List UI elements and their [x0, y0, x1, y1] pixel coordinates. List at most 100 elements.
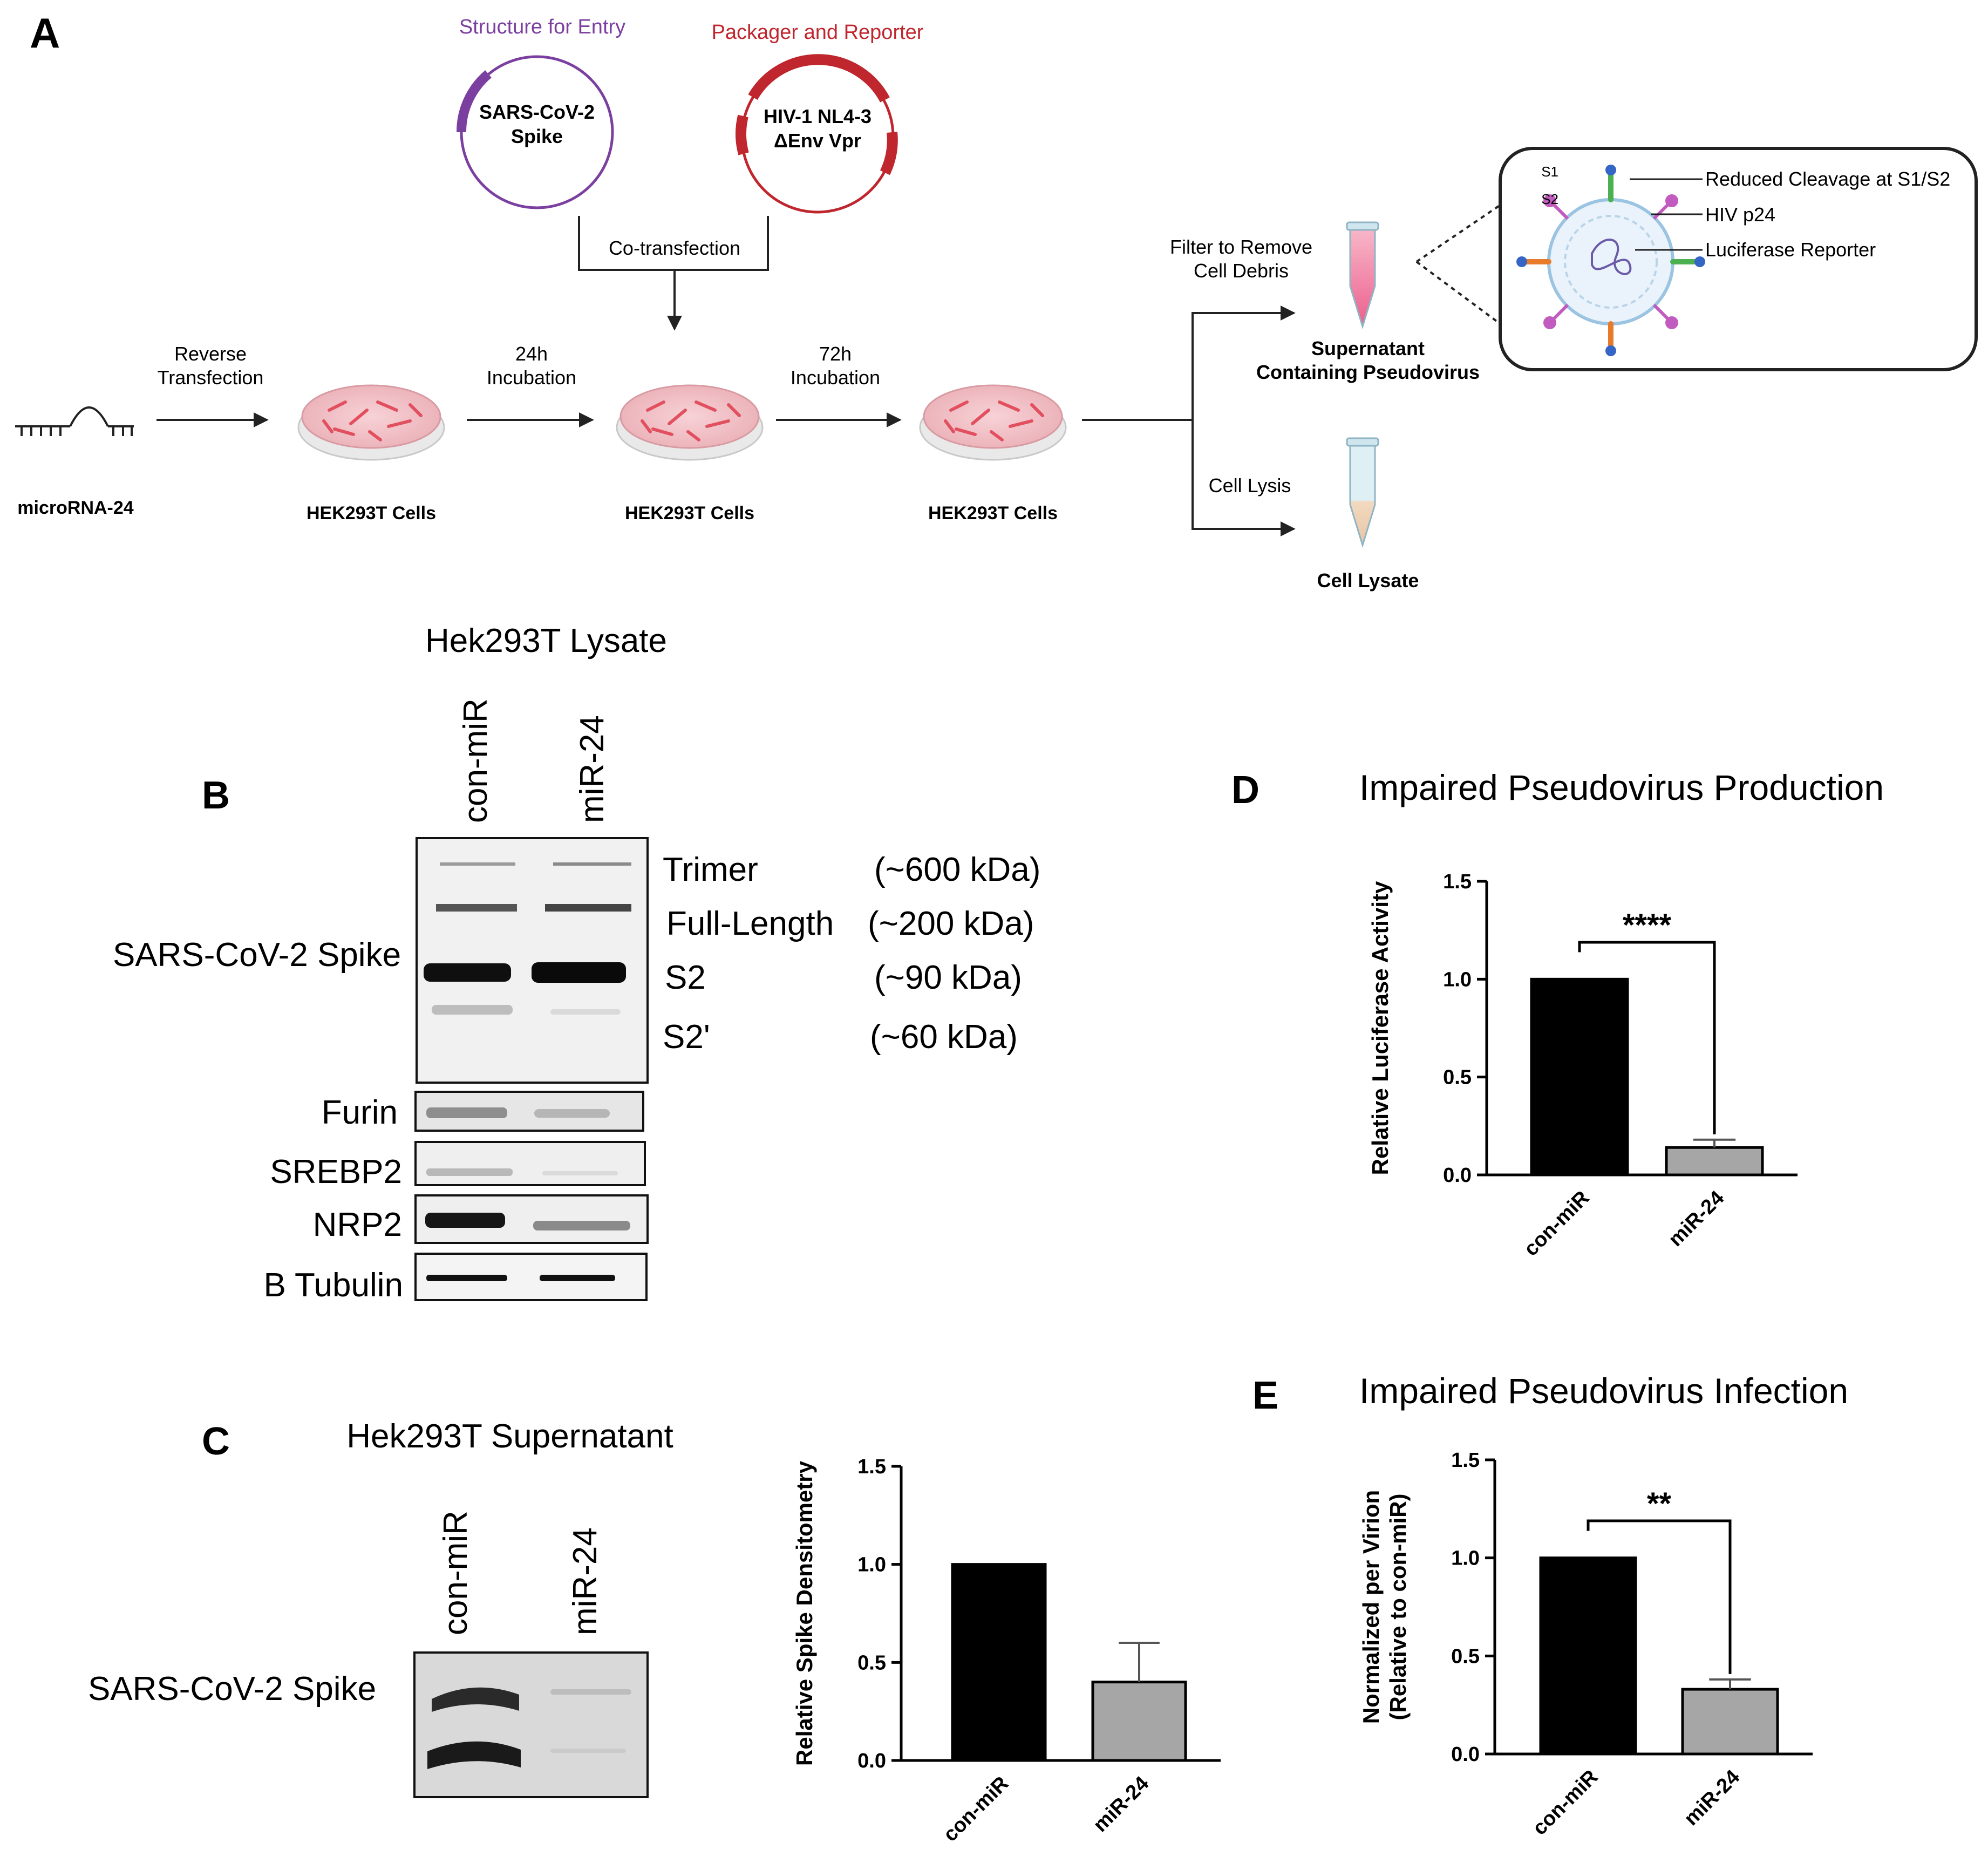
- significance-label: **: [1647, 1486, 1672, 1521]
- microrna-icon: [15, 406, 134, 436]
- panel-c: C Hek293T Supernatant con-miR miR-24 SAR…: [88, 1418, 673, 1798]
- lysate-label: Cell Lysate: [1317, 569, 1419, 591]
- cells2-label: HEK293T Cells: [625, 503, 754, 523]
- zoom-line-bottom: [1415, 261, 1501, 325]
- y-tick-label: 1.0: [1443, 968, 1472, 991]
- tubulin-blot: [414, 1253, 648, 1301]
- significance-label: ****: [1623, 908, 1672, 943]
- cells1-label: HEK293T Cells: [307, 503, 436, 523]
- bar-mir-24: [1665, 1146, 1764, 1177]
- bar-mir-24: [1681, 1688, 1779, 1756]
- panel-a: A Structure for Entry SARS-CoV-2 Spike P…: [15, 9, 1978, 591]
- significance-bracket: [1587, 1519, 1732, 1674]
- y-tick-label: 1.5: [1451, 1449, 1480, 1472]
- panel-c-lane1: con-miR: [437, 1511, 474, 1635]
- x-tick-label: con-miR: [1528, 1766, 1602, 1840]
- band-trimer-name: Trimer: [663, 851, 758, 888]
- p24-capsid: [1564, 215, 1658, 309]
- filter-line1: Filter to Remove: [1170, 236, 1312, 258]
- x-tick-label: miR-24: [1089, 1772, 1153, 1837]
- luciferase-genome: [1591, 239, 1632, 275]
- supernatant-line2: Containing Pseudovirus: [1256, 361, 1480, 383]
- panel-c-title: Hek293T Supernatant: [346, 1418, 673, 1455]
- y-axis-label-line2: (Relative to con-miR): [1385, 1493, 1411, 1720]
- strip-nrp2-label: NRP2: [313, 1206, 402, 1243]
- panel-b-letter: B: [202, 774, 230, 817]
- filter-arrow: [1082, 305, 1296, 421]
- x-tick-label: miR-24: [1664, 1187, 1728, 1251]
- petri-dish-1: [297, 384, 445, 461]
- band-s2-size: (~90 kDa): [874, 959, 1022, 996]
- hiv-plasmid-insert-top: [748, 54, 890, 103]
- plasmid1-header: Structure for Entry: [459, 16, 625, 38]
- step2-line2: Incubation: [487, 366, 576, 389]
- spike-western-blot: [416, 837, 649, 1084]
- panel-c-blot-label: SARS-CoV-2 Spike: [88, 1670, 376, 1708]
- nrp2-blot: [414, 1194, 649, 1244]
- filter-line2: Cell Debris: [1194, 260, 1289, 282]
- hiv-plasmid: HIV-1 NL4-3 ΔEnv Vpr: [736, 54, 898, 214]
- strip-srebp2-label: SREBP2: [270, 1153, 402, 1191]
- petri-dish-2: [616, 384, 764, 461]
- panel-b-blot-label: SARS-CoV-2 Spike: [113, 936, 401, 974]
- plasmid1-line1: SARS-CoV-2: [479, 101, 595, 123]
- band-fulllength-size: (~200 kDa): [868, 905, 1034, 942]
- petri-dish-3: [919, 384, 1067, 461]
- strip-furin-label: Furin: [322, 1094, 398, 1131]
- band-s2prime-name: S2': [663, 1018, 710, 1056]
- y-tick-label: 1.5: [1443, 871, 1472, 893]
- band-s2prime-size: (~60 kDa): [870, 1018, 1018, 1056]
- bar-mir-24: [1091, 1681, 1187, 1762]
- lysis-label: Cell Lysis: [1209, 474, 1291, 497]
- panel-b: Hek293T Lysate B con-miR miR-24 SARS-CoV…: [113, 622, 1041, 1304]
- cells3-label: HEK293T Cells: [928, 503, 1058, 523]
- lysate-tube: [1346, 437, 1379, 548]
- panel-b-lane1: con-miR: [457, 698, 494, 823]
- step2-line1: 24h: [515, 343, 548, 365]
- bar-con-mir: [1539, 1556, 1637, 1756]
- y-tick-label: 1.0: [1451, 1547, 1480, 1570]
- band-s2-name: S2: [665, 959, 706, 996]
- virion-inset: S1 S2 Reduced Cleavage at S1/S2 HIV p24 …: [1499, 147, 1978, 371]
- y-axis-label: Relative Spike Densitometry: [792, 1460, 817, 1766]
- plasmid2-line2: ΔEnv Vpr: [774, 130, 861, 152]
- supernatant-line1: Supernatant: [1311, 337, 1425, 359]
- microrna-label: microRNA-24: [17, 498, 133, 518]
- hiv-plasmid-insert-side: [880, 131, 898, 175]
- spike-plasmid: SARS-CoV-2 Spike: [456, 55, 614, 209]
- x-tick-label: con-miR: [939, 1772, 1013, 1846]
- panel-e-letter: E: [1252, 1374, 1278, 1417]
- y-tick-label: 0.5: [1443, 1066, 1472, 1089]
- bar-con-mir: [951, 1563, 1047, 1762]
- band-trimer-size: (~600 kDa): [874, 851, 1040, 888]
- step3-line2: Incubation: [791, 366, 880, 389]
- panel-b-lane2: miR-24: [574, 715, 611, 823]
- cleavage-label: Reduced Cleavage at S1/S2: [1705, 168, 1950, 190]
- panel-d-letter: D: [1231, 769, 1259, 812]
- chart-d-title: Impaired Pseudovirus Production: [1359, 767, 1884, 807]
- y-axis-label-line1: Normalized per Virion: [1358, 1490, 1384, 1724]
- bar-con-mir: [1530, 977, 1629, 1177]
- zoom-line-top: [1415, 204, 1501, 263]
- significance-bracket: [1578, 941, 1716, 1134]
- panel-b-title: Hek293T Lysate: [425, 622, 667, 659]
- luciferase-label: Luciferase Reporter: [1705, 239, 1876, 261]
- supernatant-tube: [1346, 221, 1379, 330]
- srebp2-blot: [414, 1141, 646, 1186]
- band-fulllength-name: Full-Length: [666, 905, 834, 942]
- hiv-plasmid-insert-left: [736, 114, 749, 155]
- s1-label: S1: [1541, 164, 1558, 180]
- spike-plasmid-insert: [456, 70, 492, 133]
- panel-c-lane2: miR-24: [567, 1527, 604, 1635]
- furin-blot: [414, 1091, 644, 1132]
- cotransfection-label: Co-transfection: [609, 237, 740, 259]
- step3-line1: 72h: [819, 343, 852, 365]
- plasmid2-header: Packager and Reporter: [712, 21, 924, 44]
- lysis-arrow: [1192, 420, 1296, 536]
- step1-line1: Reverse: [174, 343, 247, 365]
- y-tick-label: 0.5: [857, 1651, 886, 1674]
- x-tick-label: miR-24: [1680, 1766, 1744, 1830]
